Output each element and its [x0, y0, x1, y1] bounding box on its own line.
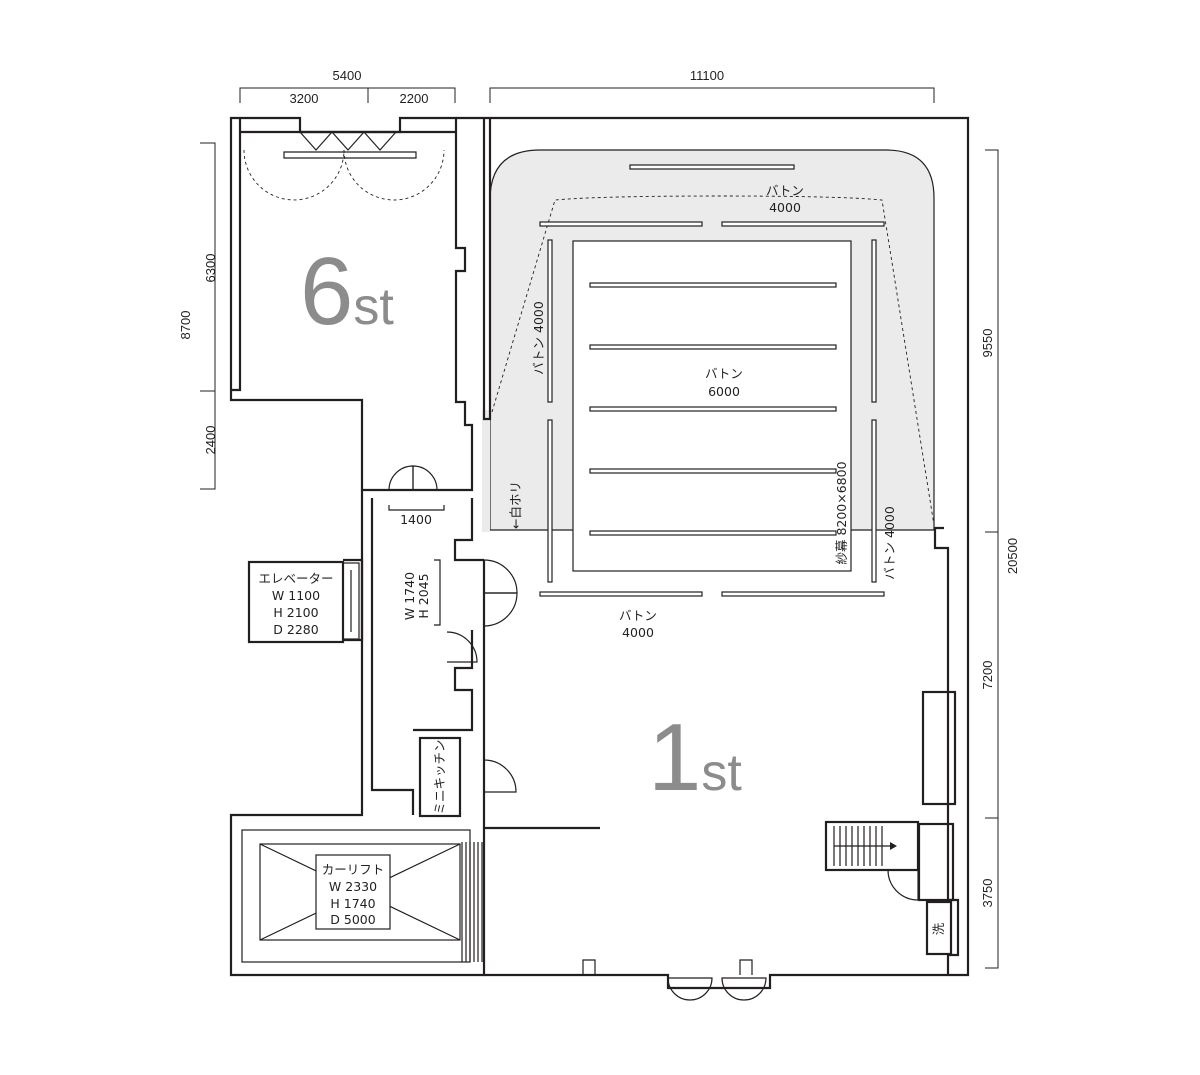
stairs [824, 820, 920, 872]
batten-center-label: バトン [705, 366, 743, 381]
door-1400 [388, 465, 445, 511]
mini-kitchen-box [418, 736, 462, 818]
car-lift [241, 829, 483, 963]
dimension-lines [200, 87, 999, 969]
batten-center-value: 6000 [708, 384, 740, 399]
car-lift-h: H 1740 [330, 896, 375, 911]
batten-bottom-label: バトン [619, 608, 657, 623]
stage-battens [539, 164, 885, 597]
gauze-curtain-label: 紗幕 8200×6800 [834, 461, 849, 564]
dim-top-3200: 3200 [290, 91, 319, 106]
dim-top-11100: 11100 [690, 68, 724, 83]
storage-cabinet [921, 690, 957, 806]
car-lift-d: D 5000 [330, 912, 375, 927]
elevator-h: H 2100 [273, 605, 318, 620]
studio-1-number: 1 [648, 704, 701, 811]
studio-6-label: 6st [300, 238, 394, 345]
dim-top-5400: 5400 [333, 68, 362, 83]
elevator-car [342, 562, 360, 640]
horizon-gap-fill [482, 410, 490, 532]
dim-left-8700: 8700 [178, 311, 193, 340]
bottom-entrance-doors [582, 959, 767, 1001]
washroom-label: 洗 [931, 922, 946, 935]
dim-right-9550: 9550 [980, 329, 995, 358]
side-room [917, 822, 955, 902]
horizon-dotted-outline [491, 195, 935, 526]
studio6-double-door [243, 131, 445, 201]
batten-right-label: バトン 4000 [882, 506, 897, 580]
batten-top-label: バトン [766, 183, 804, 198]
dim-top-2200: 2200 [400, 91, 429, 106]
door-h-label: H 2045 [416, 573, 431, 618]
studio-1-label: 1st [648, 704, 742, 811]
elevator-title: エレベーター [258, 571, 333, 586]
dim-left-6300: 6300 [203, 254, 218, 283]
door-1400-label: 1400 [400, 512, 432, 527]
studio-6-suffix: st [353, 278, 394, 336]
washroom-box [925, 900, 953, 956]
studio-6-number: 6 [300, 238, 353, 345]
door-w-label: W 1740 [402, 572, 417, 620]
dim-right-3750: 3750 [980, 879, 995, 908]
white-horizon-label: ←白ホリ [508, 481, 523, 529]
dim-right-20500: 20500 [1005, 538, 1020, 574]
side-room-door [887, 869, 919, 901]
elevator-d: D 2280 [273, 622, 318, 637]
mini-kitchen-label: ミニキッチン [432, 739, 447, 814]
car-lift-w: W 2330 [329, 879, 377, 894]
car-lift-title: カーリフト [322, 862, 385, 877]
batten-top-value: 4000 [769, 200, 801, 215]
door-w1740 [434, 559, 518, 663]
elevator-w: W 1100 [272, 588, 320, 603]
dim-right-7200: 7200 [980, 661, 995, 690]
dim-left-2400: 2400 [203, 426, 218, 455]
kitchen-door [483, 759, 517, 793]
batten-bottom-value: 4000 [622, 625, 654, 640]
batten-left-label: バトン 4000 [531, 301, 546, 375]
studio-1-suffix: st [701, 744, 742, 802]
